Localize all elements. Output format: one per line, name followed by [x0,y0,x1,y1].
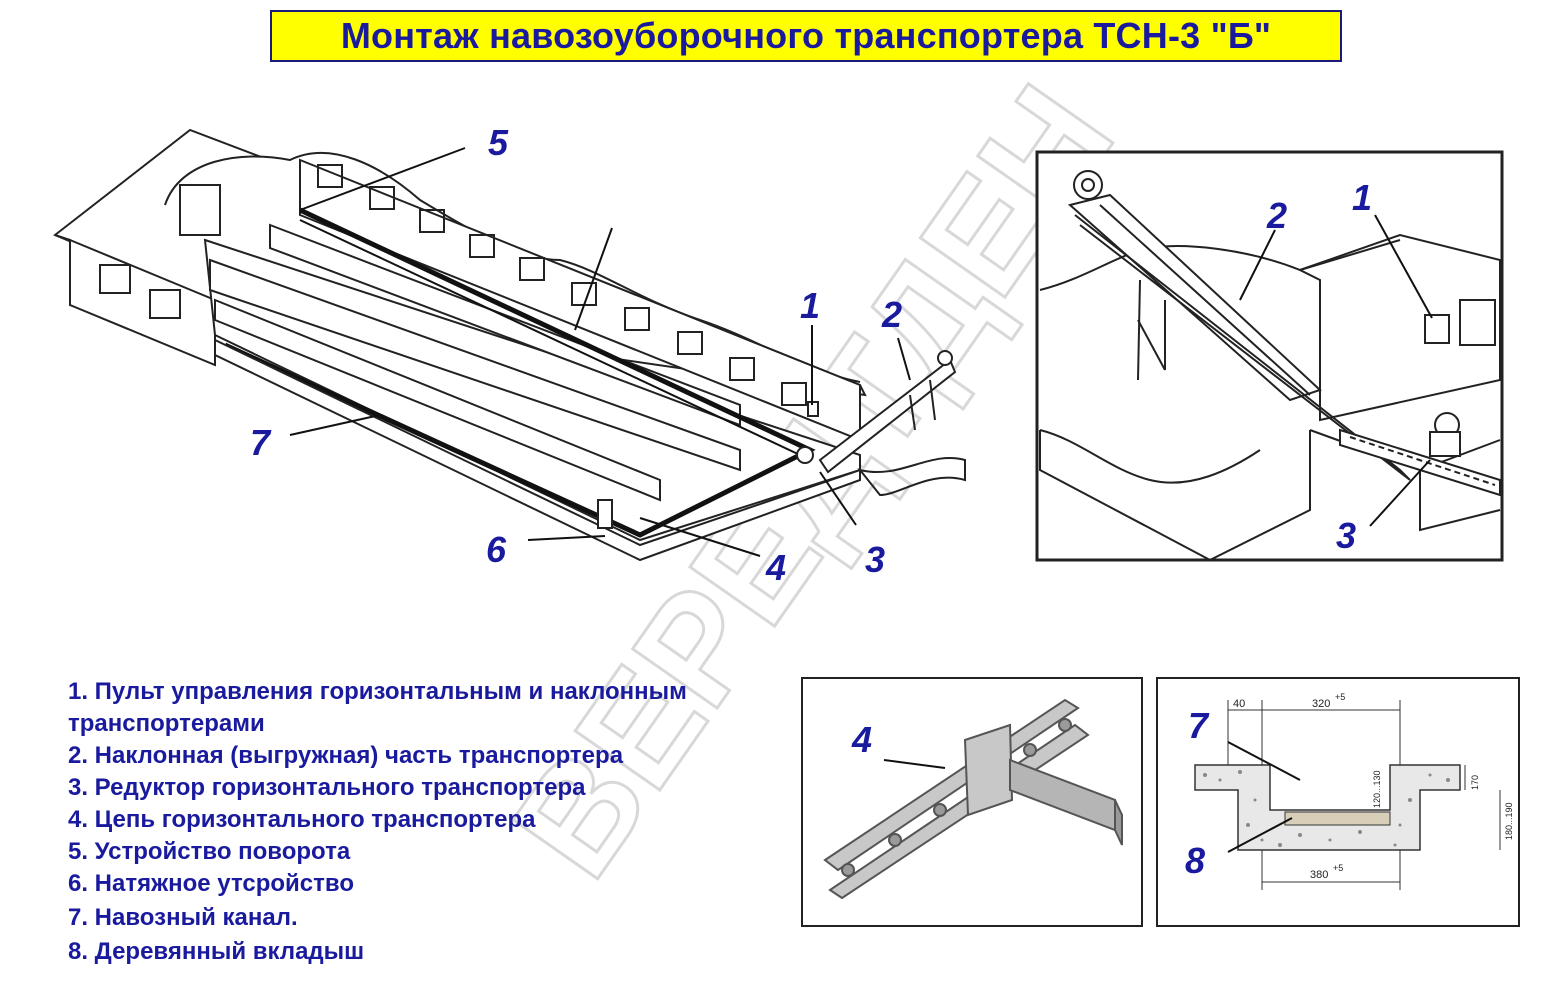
callout-5: 5 [488,122,509,163]
inset-callout-2: 2 [1266,195,1287,236]
legend-item-2: 2. Наклонная (выгружная) часть транспорт… [68,742,624,769]
inset-callout-4: 4 [851,719,872,760]
back-wall-windows [317,164,807,406]
inset-incline-conveyor: 1 2 3 [1035,150,1504,562]
legend-item-5: 5. Устройство поворота [68,838,351,865]
dim-320: 320 [1312,698,1330,710]
legend-item-4: 4. Цепь горизонтального транспортера [68,806,536,833]
legend: 1. Пульт управления горизонтальным и нак… [68,676,788,968]
dim-170: 170 [1470,775,1480,790]
concrete-texture [1203,770,1450,847]
section-callout-8: 8 [1185,840,1205,881]
callout-7: 7 [250,422,272,463]
dim-320-tol: +5 [1335,692,1345,702]
dim-180: 180...190 [1504,802,1514,840]
page-title: Монтаж навозоуборочного транспортера ТСН… [340,15,1272,56]
main-leader-lines [289,147,911,557]
legend-item-8: 8. Деревянный вкладыш [68,938,365,965]
inset-callout-3: 3 [1336,515,1356,556]
inset-callout-1: 1 [1352,177,1372,218]
dim-120: 120...130 [1372,770,1382,808]
section-callout-7: 7 [1188,705,1210,746]
dim-380: 380 [1310,869,1328,881]
dim-40: 40 [1233,698,1245,710]
callout-4: 4 [765,547,786,588]
legend-item-7: 7. Навозный канал. [68,904,298,931]
barn-drawing [53,128,966,562]
legend-item-1: 1. Пульт управления горизонтальным и нак… [68,678,687,705]
inset-chain: 4 [801,677,1143,927]
callout-3: 3 [865,539,885,580]
legend-item-1-cont: транспортерами [68,710,265,737]
title-banner: Монтаж навозоуборочного транспортера ТСН… [270,10,1342,62]
legend-item-3: 3. Редуктор горизонтального транспортера [68,774,586,801]
callout-2: 2 [881,294,902,335]
inset-channel-section: 40 320 +5 380 +5 120...130 170 180...190… [1156,677,1520,927]
callout-6: 6 [486,529,507,570]
dim-380-tol: +5 [1333,863,1343,873]
legend-item-6: 6. Натяжное утсройство [68,870,355,897]
callout-1: 1 [800,285,820,326]
